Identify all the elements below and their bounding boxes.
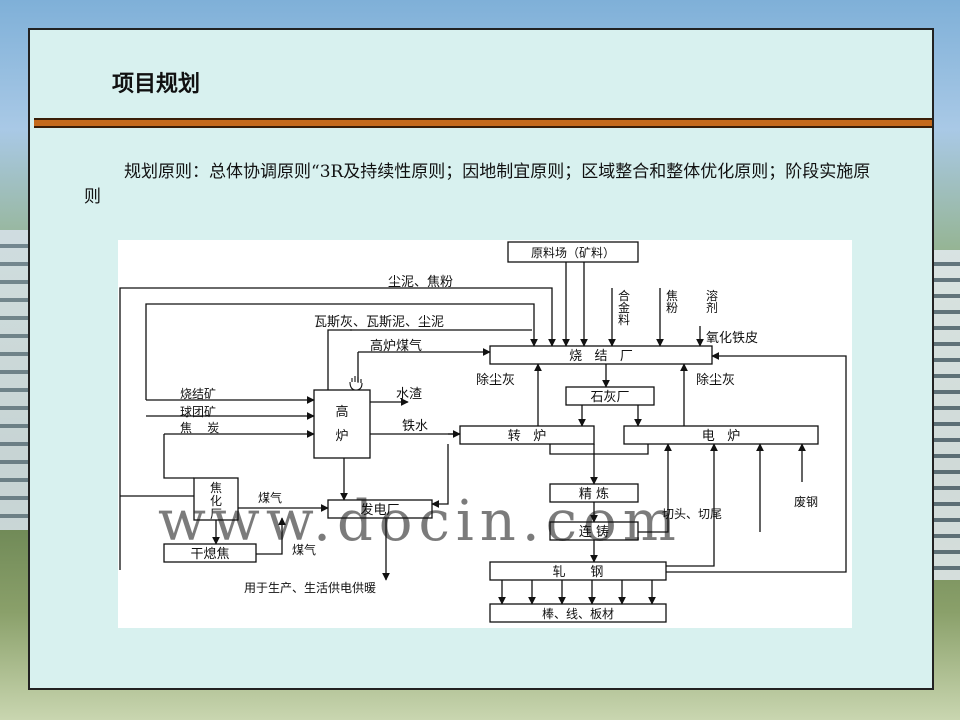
label-electric-furnace: 电 炉 bbox=[702, 429, 740, 444]
label-molten-iron: 铁水 bbox=[402, 419, 428, 434]
label-coking-plant-3: 厂 bbox=[210, 507, 222, 521]
label-alloy-3: 料 bbox=[618, 313, 630, 327]
label-pellet-ore: 球团矿 bbox=[180, 405, 216, 419]
label-dust-ash-left: 除尘灰 bbox=[476, 373, 515, 388]
label-power-plant: 发电厂 bbox=[360, 502, 399, 518]
label-blast-furnace-bottom: 炉 bbox=[335, 429, 348, 444]
label-refining: 精 炼 bbox=[579, 487, 609, 502]
slide-panel: 项目规划 规划原则：总体协调原则“3R及持续性原则；因地制宜原则；区域整合和整体… bbox=[28, 28, 934, 690]
box-dry-quenching bbox=[163, 543, 257, 563]
box-lime-plant bbox=[565, 386, 655, 406]
label-iron-oxide-scale: 氧化铁皮 bbox=[706, 331, 758, 346]
box-electric-furnace bbox=[623, 425, 819, 445]
label-coke: 焦 炭 bbox=[180, 421, 219, 435]
label-bf-gas: 高炉煤气 bbox=[370, 338, 422, 354]
label-coking-plant-1: 焦 bbox=[210, 481, 222, 495]
box-blast-furnace bbox=[313, 389, 371, 459]
label-dust-ash-right: 除尘灰 bbox=[696, 373, 735, 388]
label-raw-material-yard: 原料场（矿料） bbox=[531, 246, 615, 260]
slide-title: 项目规划 bbox=[112, 71, 201, 97]
label-coal-gas-1: 煤气 bbox=[258, 490, 282, 505]
label-flux-1: 溶 bbox=[706, 288, 718, 303]
label-blast-furnace-top: 高 bbox=[335, 404, 348, 420]
title-divider bbox=[34, 118, 932, 128]
label-scrap-steel: 废钢 bbox=[794, 494, 818, 509]
label-coking-plant-2: 化 bbox=[210, 494, 222, 508]
label-gas-ash-mud: 瓦斯灰、瓦斯泥、尘泥 bbox=[314, 315, 444, 330]
label-dry-quenching: 干熄焦 bbox=[190, 547, 229, 562]
hand-cursor-icon bbox=[349, 376, 363, 391]
label-continuous-casting: 连 铸 bbox=[579, 524, 609, 540]
label-sinter-ore: 烧结矿 bbox=[180, 387, 216, 401]
box-rolling bbox=[489, 561, 667, 581]
process-flow-diagram: www.docin.com bbox=[118, 240, 852, 628]
label-alloy-2: 金 bbox=[618, 300, 630, 315]
label-rolling: 轧 钢 bbox=[553, 565, 604, 580]
label-water-slag: 水渣 bbox=[396, 387, 422, 402]
label-coke-powder-2: 粉 bbox=[666, 301, 678, 315]
label-sinter-plant: 烧 结 厂 bbox=[569, 349, 633, 364]
label-flux-2: 剂 bbox=[706, 300, 718, 315]
box-products bbox=[489, 603, 667, 623]
label-crop-ends: 切头、切尾 bbox=[662, 507, 722, 521]
planning-principle-text: 规划原则：总体协调原则“3R及持续性原则；因地制宜原则；区域整合和整体优化原则；… bbox=[84, 162, 871, 207]
flow-svg: www.docin.com bbox=[119, 241, 847, 623]
box-raw-material-yard bbox=[507, 241, 639, 263]
label-alloy-1: 合 bbox=[618, 288, 630, 303]
label-coke-powder-1: 焦 bbox=[666, 289, 678, 303]
label-sludge-coke-powder: 尘泥、焦粉 bbox=[388, 275, 453, 290]
label-converter: 转 炉 bbox=[508, 429, 546, 444]
label-lime-plant: 石灰厂 bbox=[590, 390, 629, 405]
label-products: 棒、线、板材 bbox=[542, 607, 614, 621]
background-building-right bbox=[932, 250, 960, 580]
label-coal-gas-2: 煤气 bbox=[292, 542, 316, 557]
label-power-supply: 用于生产、生活供电供暖 bbox=[244, 581, 376, 595]
